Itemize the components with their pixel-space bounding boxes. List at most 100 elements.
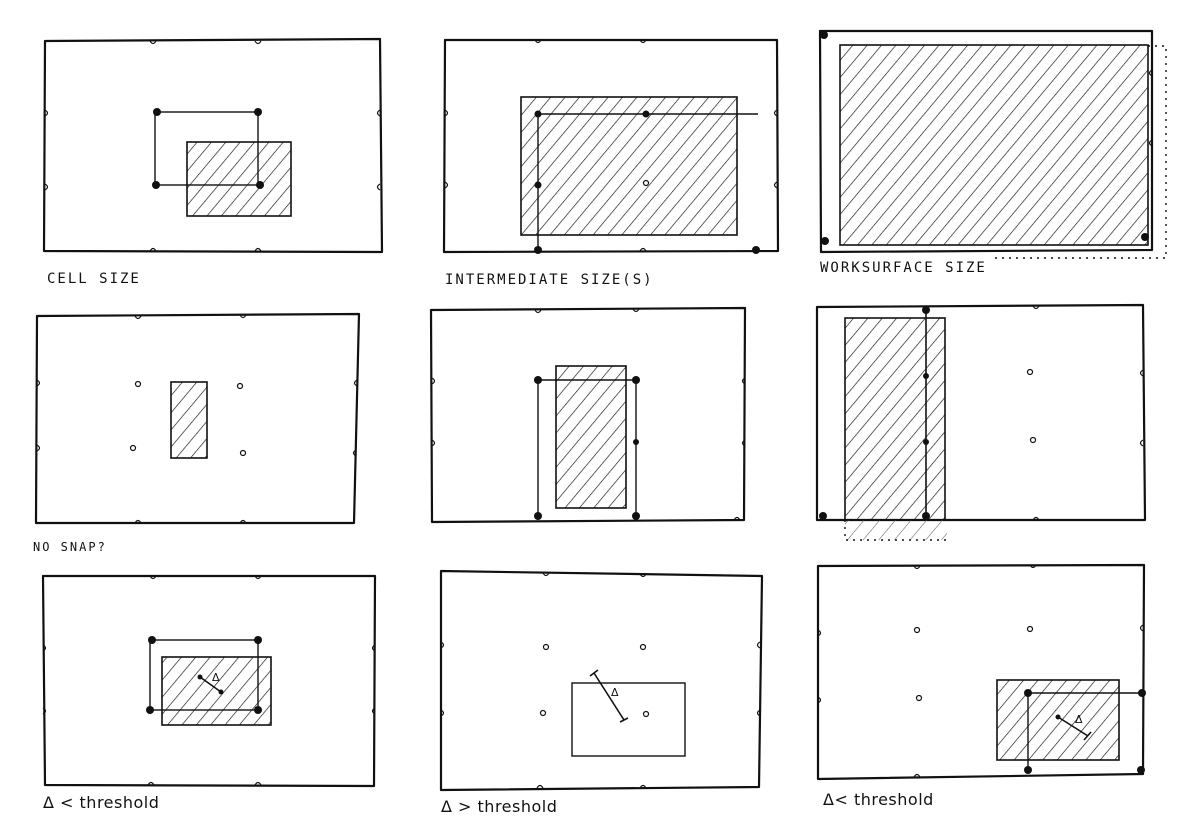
grid-point (236, 382, 244, 390)
snap-cell-outline (149, 639, 259, 711)
edge-ticks (36, 314, 358, 524)
snap-point (633, 439, 639, 445)
snap-point (1138, 689, 1146, 697)
panel-frame (815, 303, 1147, 522)
edge-ticks (444, 39, 778, 252)
delta-start (197, 674, 203, 680)
panel-intermediate-size (442, 38, 780, 254)
snap-point (254, 706, 262, 714)
snap-point (923, 439, 929, 445)
dragged-item (555, 365, 627, 509)
panel-frame (439, 569, 764, 792)
delta-cap (1083, 731, 1092, 741)
delta-label: Δ (611, 686, 619, 699)
snap-point (254, 636, 262, 644)
panel-frame (34, 312, 361, 525)
snap-point (923, 373, 929, 379)
panel-delta-less-threshold: Δ (41, 574, 377, 788)
delta-label: Δ (212, 671, 220, 684)
panel-frame (42, 37, 384, 254)
snap-point (642, 110, 650, 118)
panel-delta-greater-threshold: Δ (439, 569, 764, 792)
edge-ticks (44, 40, 381, 252)
grid-point (239, 449, 247, 457)
grid-point (1026, 625, 1034, 633)
delta-cap (619, 717, 629, 723)
snap-point (534, 512, 542, 520)
panel-tall-snap (429, 306, 747, 524)
edge-ticks (440, 572, 761, 789)
delta-line (1057, 716, 1089, 737)
snap-point (254, 108, 262, 116)
dragged-item (520, 96, 738, 236)
snap-point (1137, 766, 1145, 774)
dragged-item (186, 141, 292, 217)
grid-point (915, 694, 923, 702)
panel-edge-overflow (815, 303, 1147, 541)
grid-point (542, 643, 550, 651)
dragged-item (839, 44, 1149, 246)
grid-point (642, 710, 650, 718)
grid-point (1026, 368, 1034, 376)
delta-line (199, 676, 222, 693)
snap-point (1024, 689, 1032, 697)
snap-point (534, 181, 542, 189)
grid-point (639, 643, 647, 651)
caption-intermediate-size: INTERMEDIATE SIZE(S) (445, 272, 654, 288)
caption-delta-greater: Δ > threshold (441, 797, 557, 816)
panel-worksurface-size (818, 29, 1167, 259)
caption-delta-less-2: Δ< threshold (823, 790, 934, 809)
snap-point (534, 376, 542, 384)
snap-point (148, 636, 156, 644)
dragged-item-outline (571, 682, 686, 757)
panel-frame (429, 306, 747, 524)
grid-point (1029, 436, 1037, 444)
snap-area-outline (537, 379, 637, 516)
delta-start (1055, 714, 1061, 720)
panel-frame (41, 574, 377, 788)
snap-point (922, 306, 930, 314)
panel-delta-less-threshold-edge: Δ (816, 563, 1146, 781)
snap-point (632, 512, 640, 520)
caption-cell-size: CELL SIZE (47, 271, 141, 287)
edge-ticks (1148, 69, 1153, 147)
snap-point (632, 376, 640, 384)
snap-point (819, 512, 827, 520)
snap-point (256, 181, 264, 189)
snap-point (146, 706, 154, 714)
grid-point (134, 380, 142, 388)
panel-frame (818, 29, 1154, 254)
delta-line (593, 672, 625, 721)
snap-point (922, 512, 930, 520)
snap-point (820, 31, 828, 39)
dragged-item (170, 381, 208, 459)
grid-point (913, 626, 921, 634)
overflow-area (845, 520, 947, 540)
dragged-item (844, 317, 946, 521)
delta-cap (589, 669, 599, 677)
delta-label: Δ (1075, 713, 1083, 726)
edge-ticks (42, 575, 376, 786)
grid-point (642, 179, 650, 187)
dragged-item (161, 656, 272, 726)
edge-ticks (431, 308, 746, 521)
snap-point (152, 181, 160, 189)
snap-point (1141, 233, 1149, 241)
grid-point (129, 444, 137, 452)
snap-point (534, 246, 542, 254)
snap-point (534, 110, 542, 118)
panel-cell-size (42, 37, 384, 254)
panel-no-snap (34, 312, 361, 525)
snap-point (1024, 766, 1032, 774)
snap-point (752, 246, 760, 254)
snap-point (153, 108, 161, 116)
caption-worksurface-size: WORKSURFACE SIZE (820, 260, 987, 276)
panel-frame (442, 38, 780, 254)
edge-ticks (817, 564, 1144, 778)
edge-ticks (1032, 305, 1144, 521)
overflow-outline (990, 45, 1167, 259)
dragged-item (996, 679, 1120, 761)
caption-delta-less-1: Δ < threshold (43, 793, 159, 812)
grid-point (539, 709, 547, 717)
